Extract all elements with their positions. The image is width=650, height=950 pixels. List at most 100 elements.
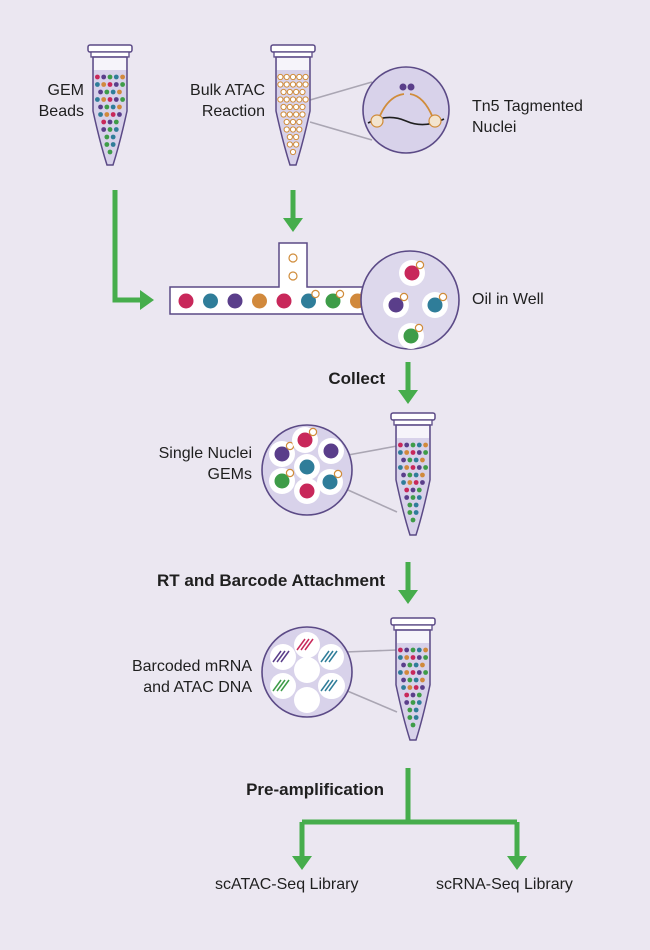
tube-nucleus: [286, 88, 293, 96]
tube-bead: [407, 715, 413, 720]
barcoded-zoom-line-top: [344, 649, 398, 653]
tube-nucleus: [299, 88, 306, 96]
tube-bead: [413, 715, 419, 720]
tube-bead: [420, 457, 425, 463]
gem-nucleus: [308, 427, 318, 437]
tube-nucleus: [289, 148, 297, 156]
single-nuclei-zoom-line-top: [347, 445, 398, 456]
bulk-atac-arrow-head: [283, 218, 303, 232]
dna-strand: [328, 650, 338, 663]
channel-nucleus: [335, 289, 345, 299]
gem-bead: [299, 483, 315, 499]
tube-bead: [404, 495, 410, 500]
barcoded-gem: [318, 673, 344, 699]
gem-bead: [323, 443, 339, 459]
oil-in-well-circle: [360, 250, 460, 350]
tn5-dimer-right: [407, 83, 415, 91]
tube-bead: [401, 472, 406, 478]
tube-nucleus: [293, 88, 300, 96]
tn5-nuclei-circle-outline: [362, 66, 450, 154]
gem-nucleus: [415, 260, 425, 270]
tube-headspace: [94, 58, 126, 70]
tube-bead: [407, 685, 413, 690]
tube-nucleus: [286, 103, 293, 111]
channel-bead: [227, 293, 243, 309]
tube-bead: [407, 510, 413, 515]
tube-nucleus: [289, 73, 297, 81]
tube-bead: [407, 707, 413, 713]
tube-cap: [270, 44, 316, 53]
tube-bead: [398, 655, 403, 660]
tube-nucleus: [283, 118, 290, 126]
tube-bead: [401, 685, 406, 690]
tube-bead: [398, 670, 403, 675]
dna-strand: [320, 650, 330, 663]
dna-strand: [280, 650, 290, 663]
bulk-atac-tube: [270, 44, 316, 166]
tube-nucleus: [283, 126, 290, 133]
tube-bead: [416, 442, 422, 448]
tube-bead: [410, 487, 416, 493]
tube-bead: [95, 82, 100, 87]
pre-amplification-arrow-lines: [299, 768, 520, 856]
tube-bead: [101, 119, 107, 125]
tube-bead: [407, 480, 413, 485]
channel-bead: [301, 293, 316, 309]
tube-cap: [390, 617, 436, 626]
tube-nucleus: [293, 111, 300, 118]
dna-strand: [324, 679, 334, 692]
tube-nucleus: [302, 96, 309, 103]
tube-bead: [413, 677, 419, 683]
tube-bead: [420, 677, 425, 683]
tube-bead: [404, 487, 410, 493]
gem-droplet: [318, 644, 344, 670]
tube-bead: [113, 74, 119, 80]
tn5-zoom-line-top: [309, 81, 373, 101]
tube-bead: [101, 74, 107, 80]
tube-bead: [416, 465, 422, 470]
tube-nucleus: [293, 133, 300, 141]
tube-bead: [107, 74, 113, 80]
tube-bead: [401, 662, 406, 668]
tube-bead: [404, 692, 410, 698]
tube-bead: [423, 655, 428, 660]
tube-bead: [104, 112, 110, 117]
collect-label: Collect: [328, 369, 385, 388]
tube-nucleus: [289, 81, 297, 88]
tube-bead: [416, 647, 422, 653]
scrna-library-label: scRNA-Seq Library: [436, 876, 573, 893]
barcoded-gem: [294, 632, 320, 658]
channel-bead: [203, 293, 218, 309]
tube-bead: [101, 82, 107, 87]
dna-strand: [300, 638, 310, 651]
dna-strand: [304, 638, 314, 651]
tube-nucleus: [277, 73, 284, 81]
tn5-arm-left: [378, 93, 405, 119]
tube-bead: [416, 487, 422, 493]
rt-barcode-label: RT and Barcode Attachment: [157, 571, 385, 590]
tube-bead: [113, 119, 119, 125]
dna-strand: [272, 650, 282, 663]
channel-bead: [252, 293, 267, 309]
tube-nucleus: [280, 103, 287, 111]
tube-bead: [98, 112, 103, 117]
gem-bead: [403, 328, 419, 344]
tube-bead: [110, 104, 116, 110]
tube-nucleus: [289, 126, 297, 133]
tube-bead: [407, 472, 413, 478]
tube-bead: [120, 74, 125, 80]
tube-bead: [420, 480, 425, 485]
tube-headspace: [397, 631, 429, 643]
tube-bead: [120, 82, 125, 87]
dna-strand: [328, 679, 338, 692]
tube-bead: [420, 662, 425, 668]
tube-bead: [413, 472, 419, 478]
barcoded-tube: [390, 617, 436, 741]
tn5-dimer-left: [399, 83, 407, 91]
tube-nucleus: [296, 96, 303, 103]
dna-strand: [280, 679, 290, 692]
tn5-complex-right: [428, 114, 442, 128]
tube-nucleus: [289, 118, 297, 126]
